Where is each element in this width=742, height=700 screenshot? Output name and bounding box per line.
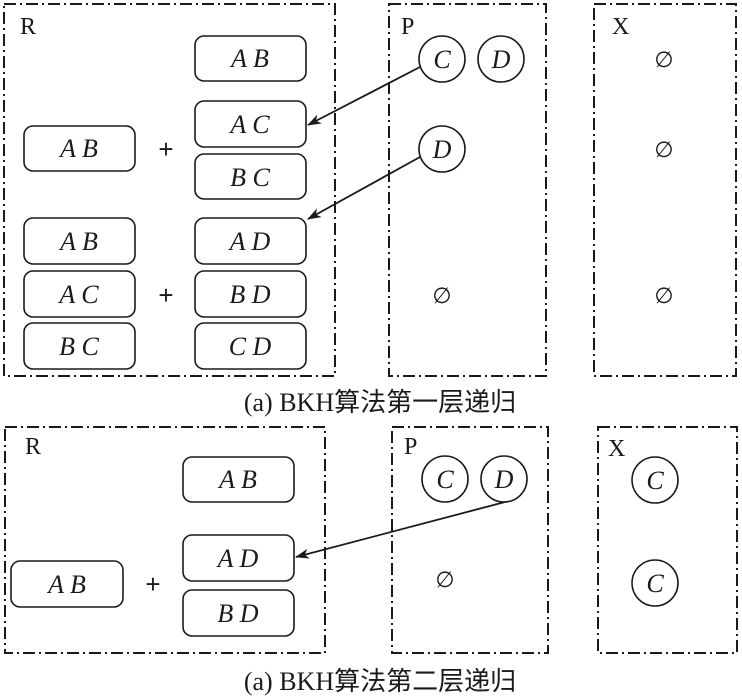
empty-set-symbol: ∅ xyxy=(435,568,454,593)
svg-text:C: C xyxy=(646,569,664,598)
r-edge-box: A D xyxy=(194,217,307,265)
p-vertex-circle: C xyxy=(418,35,466,83)
svg-text:A B: A B xyxy=(58,227,98,256)
r-edge-box: B D xyxy=(194,270,307,318)
svg-text:D: D xyxy=(494,465,514,494)
empty-set-symbol: ∅ xyxy=(432,284,451,309)
svg-text:D: D xyxy=(432,135,452,164)
r-edge-box: C D xyxy=(194,322,307,370)
r-set-frame xyxy=(4,426,326,654)
svg-text:C: C xyxy=(436,465,454,494)
arrow-connector xyxy=(307,66,421,126)
p-vertex-circle: D xyxy=(418,125,466,173)
p-vertex-circle: C xyxy=(421,455,469,503)
svg-text:B C: B C xyxy=(230,163,270,192)
panel-second-recursion: R A B A B + A D B D P C D ∅ xyxy=(4,426,738,696)
plus-sign: + xyxy=(158,280,173,310)
r-edge-box: A B xyxy=(182,456,295,503)
svg-text:A B: A B xyxy=(217,465,257,494)
svg-text:A D: A D xyxy=(228,227,271,256)
empty-set-symbol: ∅ xyxy=(654,284,673,309)
panel-caption: (a) BKH算法第二层递归 xyxy=(244,667,516,696)
r-edge-box: A B xyxy=(10,560,124,608)
svg-text:D: D xyxy=(491,45,511,74)
panel-first-recursion: R A B A B + A C B C A B A C xyxy=(3,3,737,417)
empty-set-symbol: ∅ xyxy=(654,48,673,73)
p-set-frame xyxy=(391,426,549,654)
r-edge-box: B D xyxy=(182,589,295,637)
r-set-label: R xyxy=(20,14,36,40)
r-edge-box: B C xyxy=(23,322,136,370)
r-edge-box: A C xyxy=(23,270,136,318)
svg-text:A B: A B xyxy=(229,44,269,73)
r-edge-box: A C xyxy=(194,100,307,148)
r-edge-box: A B xyxy=(23,217,136,265)
r-set-label: R xyxy=(25,434,41,460)
svg-text:A B: A B xyxy=(46,570,86,599)
x-set-label: X xyxy=(612,14,629,40)
plus-sign: + xyxy=(158,134,173,164)
p-vertex-circle: D xyxy=(477,35,525,83)
r-edge-box: A B xyxy=(23,125,136,172)
arrow-connector xyxy=(295,501,506,559)
p-set-label: P xyxy=(401,14,414,40)
x-set-frame xyxy=(597,426,738,654)
svg-text:A C: A C xyxy=(228,110,270,139)
svg-text:A C: A C xyxy=(57,280,99,309)
r-edge-box: A D xyxy=(182,534,295,582)
r-edge-box: B C xyxy=(194,153,307,200)
svg-text:B C: B C xyxy=(59,332,99,361)
p-vertex-circle: D xyxy=(480,455,528,503)
svg-text:B D: B D xyxy=(229,280,270,309)
x-vertex-circle: C xyxy=(631,559,679,607)
p-set-label: P xyxy=(404,434,417,460)
x-vertex-circle: C xyxy=(631,456,679,504)
svg-text:C: C xyxy=(646,466,664,495)
arrow-connector xyxy=(307,156,421,220)
plus-sign: + xyxy=(145,569,160,599)
svg-text:C: C xyxy=(433,45,451,74)
r-set-frame xyxy=(3,3,336,377)
x-set-label: X xyxy=(608,436,625,462)
r-edge-box: A B xyxy=(194,35,307,82)
svg-text:B D: B D xyxy=(217,599,258,628)
svg-text:C D: C D xyxy=(229,332,272,361)
empty-set-symbol: ∅ xyxy=(654,138,673,163)
panel-caption: (a) BKH算法第一层递归 xyxy=(244,388,516,417)
x-set-frame xyxy=(593,3,737,377)
svg-text:A D: A D xyxy=(216,544,259,573)
svg-text:A B: A B xyxy=(58,134,98,163)
